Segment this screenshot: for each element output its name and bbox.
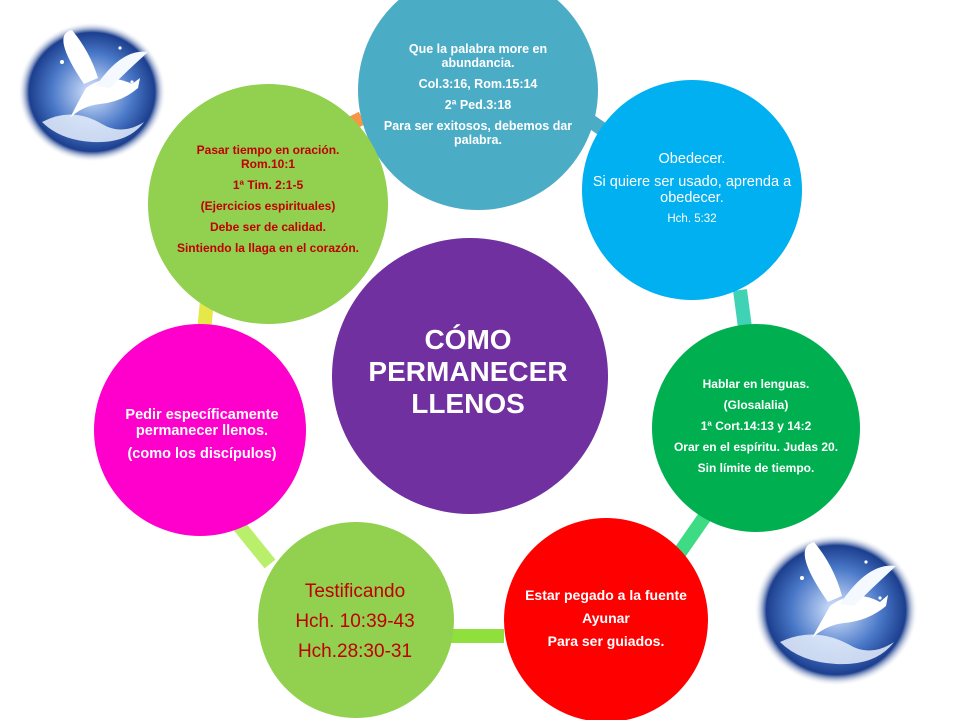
- node-top-line1: Que la palabra more en abundancia.: [408, 41, 548, 70]
- center-title-line3: LLENOS: [411, 388, 525, 420]
- node-top-line2: Col.3:16, Rom.15:14: [418, 76, 538, 91]
- connector-green: [670, 508, 714, 562]
- node-green-line1: Pasar tiempo en oración. Rom.10:1: [196, 143, 340, 171]
- node-yellow-green-line3: Hch.28:30-31: [297, 641, 413, 662]
- node-light-green-circle: [652, 324, 860, 532]
- node-blue-line1: Obedecer.: [658, 151, 726, 167]
- node-yellow-green-line1: Testificando: [304, 581, 406, 602]
- node-pink-circle: [94, 324, 306, 536]
- node-pink-line1: Pedir específicamente permanecer llenos.: [125, 406, 279, 439]
- node-top-line3: 2ª Ped.3:18: [444, 97, 512, 112]
- node-top-circle: [358, 0, 598, 210]
- node-red-text: Estar pegado a la fuente Ayunar Para ser…: [510, 568, 702, 668]
- node-blue-text: Obedecer. Si quiere ser usado, aprenda a…: [592, 124, 792, 252]
- node-light-green-text: Hablar en lenguas. (Glosalalia) 1ª Cort.…: [658, 360, 854, 492]
- node-yellow-green-line2: Hch. 10:39-43: [295, 611, 415, 632]
- center-title: CÓMO PERMANECER LLENOS: [350, 312, 586, 432]
- node-red-circle: [504, 518, 708, 722]
- center-title-line1: CÓMO: [424, 323, 512, 355]
- node-pink-line2: (como los discípulos): [127, 445, 277, 462]
- node-green-line4: Debe ser de calidad.: [209, 220, 327, 234]
- node-green-line2: 1ª Tim. 2:1-5: [232, 178, 304, 192]
- node-red-line1: Estar pegado a la fuente: [525, 587, 687, 603]
- node-yellow-green-circle: [258, 522, 454, 718]
- center-circle: [332, 238, 608, 514]
- dove-icon: [18, 22, 166, 162]
- node-pink-text: Pedir específicamente permanecer llenos.…: [116, 366, 288, 502]
- node-top-text: Que la palabra more en abundancia. Col.3…: [382, 28, 574, 160]
- node-red-line2: Ayunar: [582, 610, 630, 626]
- node-green-circle: [148, 84, 388, 324]
- node-light-green-line1: Hablar en lenguas.: [702, 377, 810, 391]
- center-title-line2: PERMANECER: [368, 355, 568, 387]
- node-green-line5: Sintiendo la llaga en el corazón.: [176, 241, 360, 255]
- node-blue-line2: Si quiere ser usado, aprenda a obedecer.: [592, 174, 792, 206]
- connector-light-lime: [230, 517, 276, 569]
- node-light-green-line4: Orar en el espíritu. Judas 20.: [673, 440, 839, 454]
- node-blue-circle: [582, 80, 802, 300]
- node-green-text: Pasar tiempo en oración. Rom.10:1 1ª Tim…: [172, 120, 364, 278]
- node-light-green-line3: 1ª Cort.14:13 y 14:2: [700, 419, 812, 433]
- node-blue-line3: Hch. 5:32: [667, 213, 717, 225]
- node-light-green-line2: (Glosalalia): [723, 398, 789, 412]
- node-light-green-line5: Sin límite de tiempo.: [697, 461, 815, 475]
- node-top-line4: Para ser exitosos, debemos dar palabra.: [383, 118, 573, 147]
- dove-icon: [754, 534, 918, 686]
- node-red-line3: Para ser guiados.: [547, 633, 665, 649]
- node-green-line3: (Ejercicios espirituales): [200, 199, 336, 213]
- node-yellow-green-text: Testificando Hch. 10:39-43 Hch.28:30-31: [264, 570, 446, 682]
